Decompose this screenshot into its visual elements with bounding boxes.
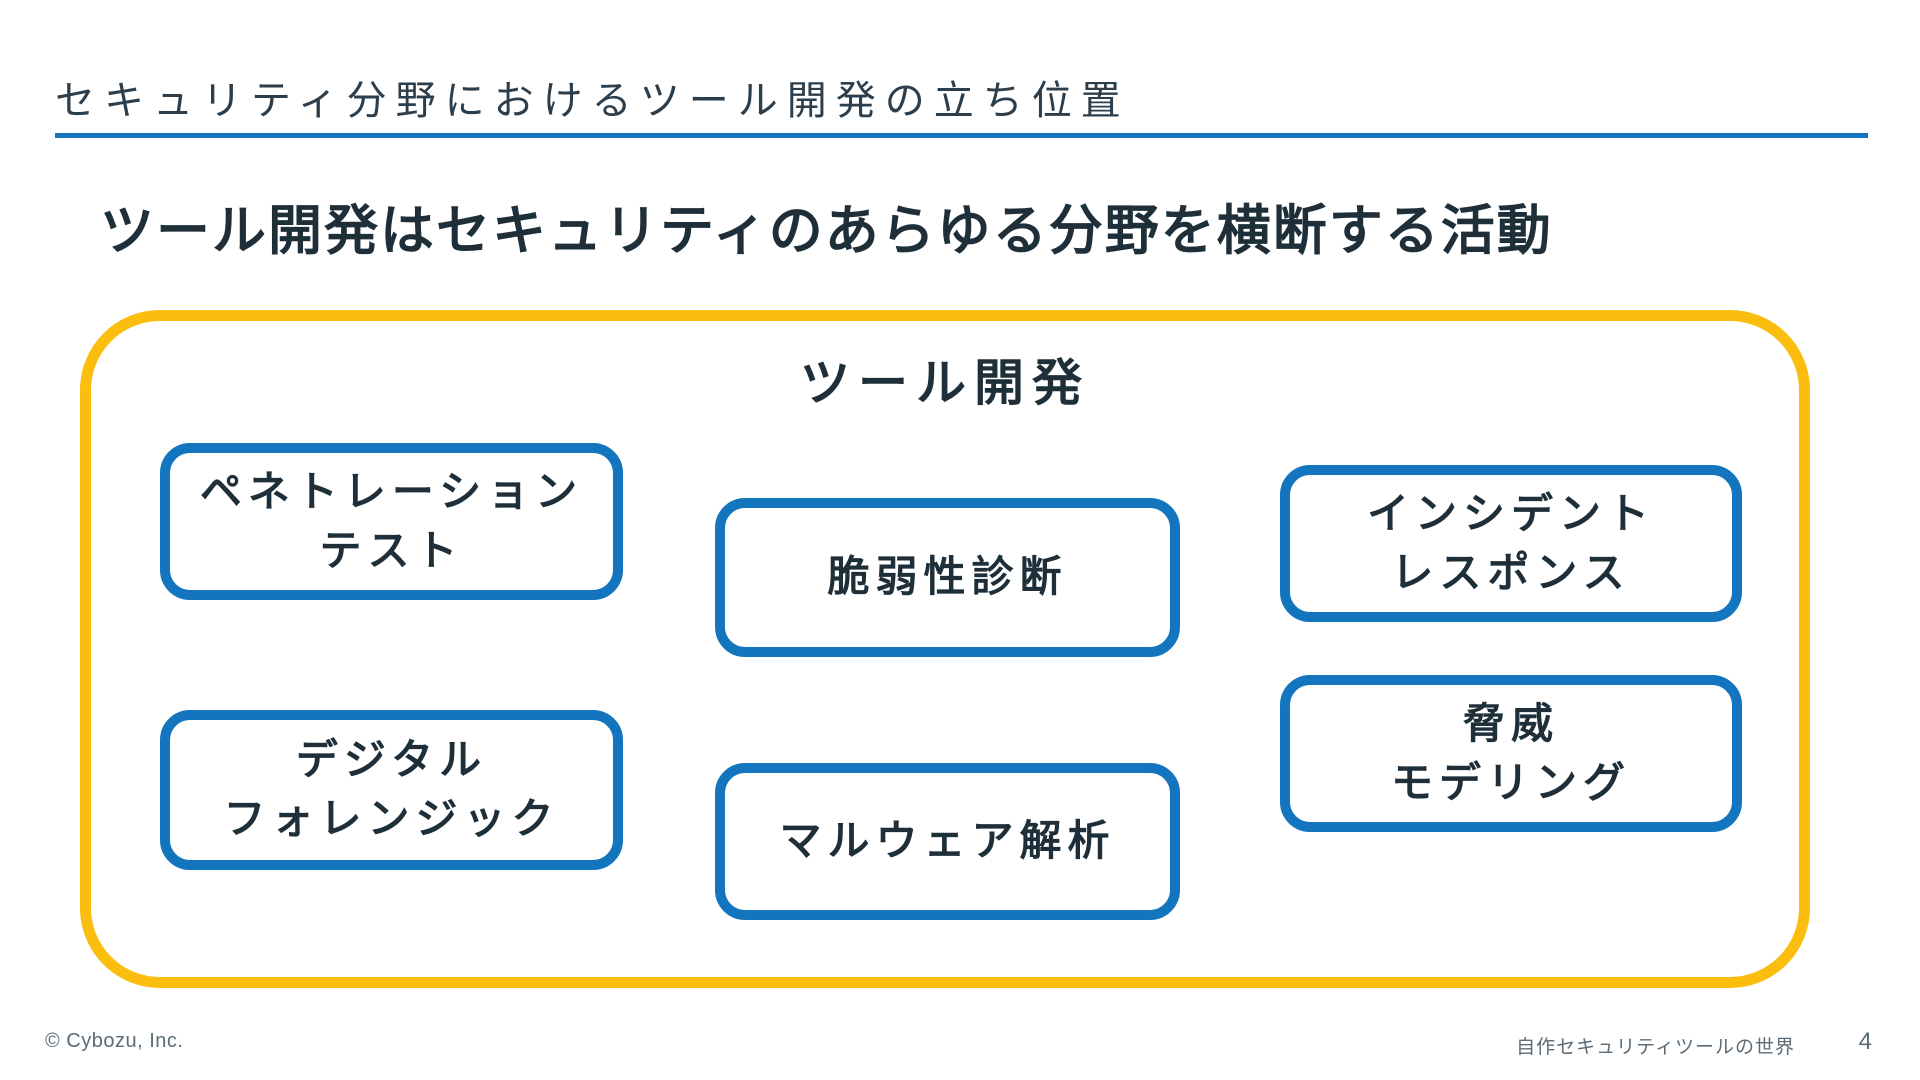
footer-deck-title: 自作セキュリティツールの世界 <box>1516 1037 1795 1058</box>
tool-development-frame: ツール開発 ペネトレーション テスト 脆弱性診断 インシデント レスポンス デジ… <box>80 310 1810 988</box>
box-vulnerability-assessment: 脆弱性診断 <box>715 498 1180 657</box>
box-incident-response: インシデント レスポンス <box>1280 465 1742 622</box>
title-underline <box>55 133 1868 138</box>
box-label: 脆弱性診断 <box>827 553 1068 601</box>
box-label: 脅威 モデリング <box>1390 699 1631 806</box>
box-label: ペネトレーション テスト <box>199 467 584 574</box>
slide-title: セキュリティ分野におけるツール開発の立ち位置 <box>55 79 1130 123</box>
box-threat-modeling: 脅威 モデリング <box>1280 675 1742 832</box>
box-malware-analysis: マルウェア解析 <box>715 763 1180 920</box>
box-label: インシデント レスポンス <box>1366 489 1655 596</box>
footer-page-number: 4 <box>1858 1028 1872 1055</box>
footer-copyright: © Cybozu, Inc. <box>45 1030 184 1052</box>
box-penetration-test: ペネトレーション テスト <box>160 443 623 600</box>
box-label: デジタル フォレンジック <box>223 736 560 842</box>
main-heading: ツール開発はセキュリティのあらゆる分野を横断する活動 <box>100 201 1553 261</box>
box-label: マルウェア解析 <box>779 817 1116 865</box>
tool-development-label: ツール開発 <box>800 355 1090 411</box>
box-digital-forensics: デジタル フォレンジック <box>160 710 623 870</box>
